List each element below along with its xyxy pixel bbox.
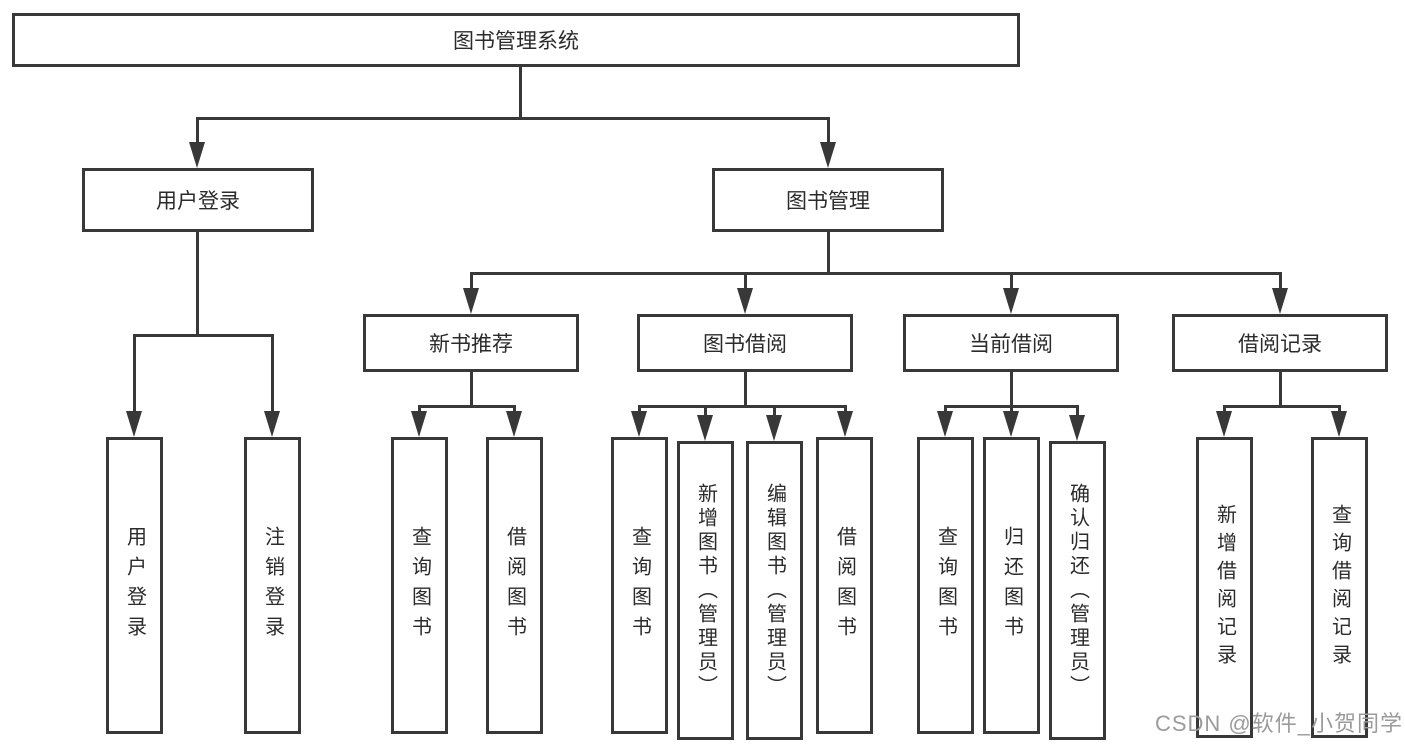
node-user-login: 用户登录 [82,168,314,232]
connector-line [1338,405,1341,414]
arrow-down-icon [631,411,647,437]
leaf-borrow-book: 借阅图书 [816,437,873,734]
leaf-confirm-return-admin-label: 确认归还（管理员） [1066,482,1089,699]
leaf-add-book-admin: 新增图书（管理员） [677,441,734,740]
node-book-management-label: 图书管理 [786,190,870,213]
connector-line [1279,272,1282,290]
connector-line [704,405,707,417]
leaf-query-books-borrow: 查询图书 [611,437,668,734]
leaf-user-login-label: 用户登录 [123,525,146,646]
connector-line [1010,371,1013,408]
connector-line [470,272,473,290]
connector-line [470,371,473,408]
arrow-down-icon [1216,411,1232,437]
connector-line [1223,405,1341,408]
connector-line [196,231,199,337]
connector-line [744,371,747,408]
leaf-query-books-recommend-label: 查询图书 [408,525,431,646]
leaf-confirm-return-admin: 确认归还（管理员） [1049,441,1106,740]
leaf-query-books-current: 查询图书 [917,437,974,734]
arrow-down-icon [697,415,713,441]
connector-line [418,405,516,408]
leaf-borrow-books-recommend-label: 借阅图书 [503,525,526,646]
node-book-borrow-label: 图书借阅 [703,333,787,356]
connector-line [418,405,421,414]
node-user-login-label: 用户登录 [156,190,240,213]
leaf-query-books-borrow-label: 查询图书 [628,525,651,646]
arrow-down-icon [1003,411,1019,437]
connector-line [744,272,747,290]
connector-line [638,405,846,408]
leaf-edit-book-admin-label: 编辑图书（管理员） [763,482,786,699]
leaf-add-borrow-record-label: 新增借阅记录 [1213,503,1236,672]
arrow-down-icon [837,411,853,437]
node-book-management: 图书管理 [712,168,944,232]
arrow-down-icon [264,411,280,437]
node-current-borrow: 当前借阅 [903,314,1119,372]
arrow-down-icon [1331,411,1347,437]
connector-line [773,405,776,417]
leaf-logout: 注销登录 [244,437,301,734]
connector-line [1010,405,1013,414]
arrow-down-icon [1069,415,1085,441]
connector-line [133,334,136,413]
arrow-down-icon [737,288,753,314]
node-root-label: 图书管理系统 [453,30,579,53]
node-borrow-records-label: 借阅记录 [1238,333,1322,356]
arrow-down-icon [937,411,953,437]
connector-line [1223,405,1226,414]
connector-line [519,67,522,119]
connector-line [1076,405,1079,417]
node-book-borrow: 图书借阅 [637,314,853,372]
leaf-return-book-label: 归还图书 [1000,525,1023,646]
node-new-book-recommend: 新书推荐 [363,314,579,372]
leaf-user-login: 用户登录 [106,437,163,734]
connector-line [1010,272,1013,290]
leaf-logout-label: 注销登录 [261,525,284,646]
connector-line [470,272,1282,275]
node-current-borrow-label: 当前借阅 [969,333,1053,356]
leaf-borrow-books-recommend: 借阅图书 [486,437,543,734]
csdn-watermark: CSDN @软件_小贺同学 [1154,711,1403,736]
connector-line [844,405,847,414]
connector-line [1279,371,1282,408]
arrow-down-icon [189,142,205,168]
leaf-borrow-book-label: 借阅图书 [833,525,856,646]
connector-line [513,405,516,414]
leaf-query-books-recommend: 查询图书 [391,437,448,734]
arrow-down-icon [506,411,522,437]
arrow-down-icon [411,411,427,437]
leaf-add-borrow-record: 新增借阅记录 [1196,437,1253,738]
connector-line [827,231,830,274]
arrow-down-icon [820,142,836,168]
arrow-down-icon [766,415,782,441]
arrow-down-icon [1272,288,1288,314]
leaf-query-borrow-record-label: 查询借阅记录 [1328,503,1351,672]
arrow-down-icon [1003,288,1019,314]
leaf-query-borrow-record: 查询借阅记录 [1311,437,1368,738]
leaf-add-book-admin-label: 新增图书（管理员） [694,482,717,699]
node-new-book-recommend-label: 新书推荐 [429,333,513,356]
leaf-return-book: 归还图书 [983,437,1040,734]
connector-line [638,405,641,414]
connector-line [133,334,274,337]
connector-line [196,117,830,120]
node-borrow-records: 借阅记录 [1172,314,1388,372]
leaf-query-books-current-label: 查询图书 [934,525,957,646]
arrow-down-icon [126,411,142,437]
connector-line [271,334,274,413]
connector-line [944,405,947,414]
leaf-edit-book-admin: 编辑图书（管理员） [746,441,803,740]
node-root: 图书管理系统 [12,13,1020,67]
connector-line [827,117,830,144]
arrow-down-icon [463,288,479,314]
connector-line [196,117,199,144]
